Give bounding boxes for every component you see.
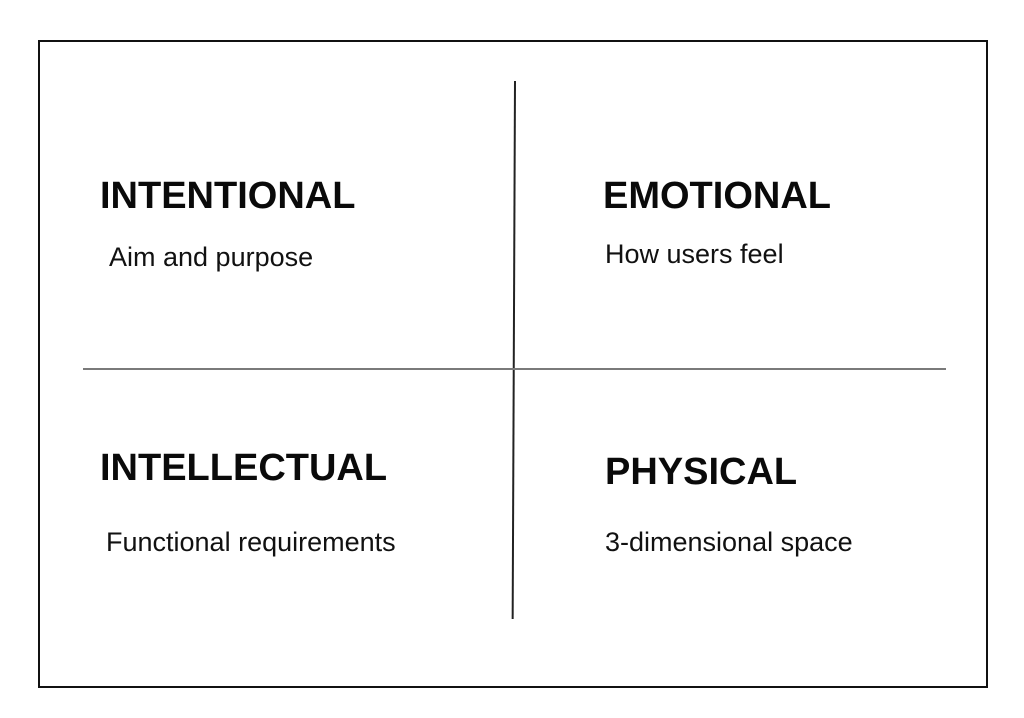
horizontal-axis-line xyxy=(83,368,946,370)
quadrant-title-intellectual: INTELLECTUAL xyxy=(100,447,388,489)
quadrant-description-intellectual: Functional requirements xyxy=(106,527,396,557)
quadrant-description-emotional: How users feel xyxy=(605,239,784,269)
quadrant-description-physical: 3-dimensional space xyxy=(605,527,853,557)
quadrant-description-intentional: Aim and purpose xyxy=(109,242,314,272)
quadrant-title-intentional: INTENTIONAL xyxy=(100,175,356,217)
quadrant-title-physical: PHYSICAL xyxy=(605,451,798,493)
quadrant-title-emotional: EMOTIONAL xyxy=(603,175,831,217)
